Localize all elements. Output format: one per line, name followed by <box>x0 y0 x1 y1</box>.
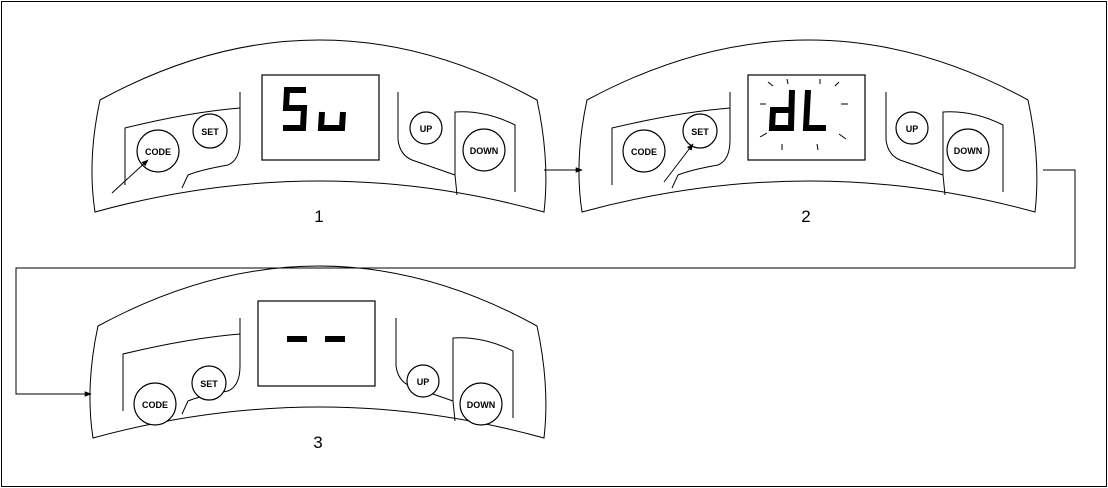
up-button[interactable]: UP <box>895 111 929 145</box>
set-button[interactable]: SET <box>192 113 228 149</box>
down-button[interactable]: DOWN <box>946 128 990 172</box>
set-button-label: SET <box>200 379 218 389</box>
set-button[interactable]: SET <box>682 113 718 149</box>
down-button[interactable]: DOWN <box>459 382 503 426</box>
code-button-label: CODE <box>142 400 168 410</box>
down-button-label: DOWN <box>467 400 496 410</box>
press-arrow-icon <box>111 159 149 194</box>
code-button-label: CODE <box>631 147 657 157</box>
press-arrow-icon <box>663 143 694 183</box>
code-button[interactable]: CODE <box>136 129 180 173</box>
panel-outline <box>91 39 547 213</box>
up-button-label: UP <box>420 124 433 134</box>
display-readout <box>282 87 346 131</box>
up-button-label: UP <box>417 377 430 387</box>
connector-arrow-2-3 <box>15 169 1076 397</box>
panel-2: CODE SET UP DOWN <box>578 39 1038 226</box>
down-button[interactable]: DOWN <box>462 128 506 172</box>
panel-outline <box>578 39 1038 213</box>
display-window <box>257 300 376 387</box>
panel-outline <box>89 265 547 439</box>
right-button-recess <box>397 92 516 196</box>
up-button[interactable]: UP <box>406 364 440 398</box>
code-button-label: CODE <box>145 147 171 157</box>
step-number: 2 <box>801 207 810 226</box>
set-button-label: SET <box>691 127 709 137</box>
up-button[interactable]: UP <box>409 111 443 145</box>
panel-1: CODE SET UP DOWN 1 <box>91 39 547 226</box>
display-readout <box>768 89 826 131</box>
set-button[interactable]: SET <box>191 365 227 401</box>
left-button-recess <box>124 107 241 189</box>
step-number: 3 <box>313 433 322 452</box>
up-button-label: UP <box>906 124 919 134</box>
down-button-label: DOWN <box>470 146 499 156</box>
set-button-label: SET <box>201 127 219 137</box>
code-button[interactable]: CODE <box>133 382 177 426</box>
code-button[interactable]: CODE <box>622 129 666 173</box>
step-number: 1 <box>314 207 323 226</box>
left-button-recess <box>611 107 731 189</box>
panel-3: CODE SET UP DOWN 3 <box>89 265 547 452</box>
right-button-recess <box>885 92 1004 196</box>
down-button-label: DOWN <box>954 146 983 156</box>
display-window <box>747 74 866 161</box>
blinking-indicator-icon <box>759 78 848 151</box>
